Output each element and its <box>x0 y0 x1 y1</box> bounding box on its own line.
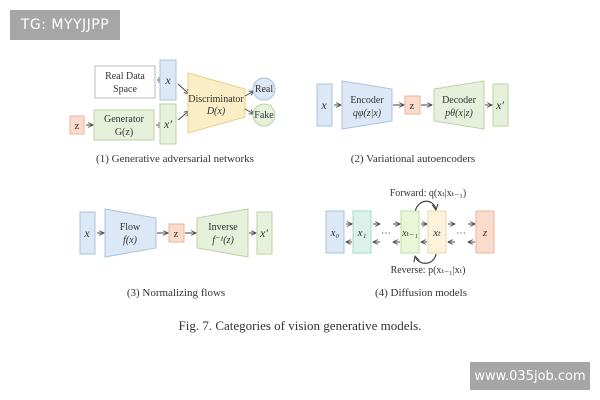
diffusion-node-xt-1 <box>400 210 420 254</box>
generator-label-1: Generator <box>104 114 145 125</box>
arrow-to-fake <box>244 108 254 114</box>
forward-arc <box>414 200 436 213</box>
inverse-trapezoid <box>196 208 249 258</box>
diffusion-caption: (4) Diffusion models <box>375 287 467 299</box>
flow-trapezoid <box>104 208 157 258</box>
vae-panel: x Encoder qφ(z|x) z Decoder pθ(x|z) x′ (… <box>316 80 509 165</box>
vae-xprime-label: x′ <box>495 98 504 112</box>
decoder-label-2: pθ(x|z) <box>444 108 473 119</box>
diffusion-node-x1-label: x₁ <box>357 227 367 239</box>
inverse-label-2: f⁻¹(z) <box>212 235 234 246</box>
generator-box <box>93 109 155 141</box>
gan-z-label: z <box>75 120 80 132</box>
gan-x-box <box>159 59 177 101</box>
diffusion-node-xt <box>427 210 447 254</box>
flow-z-label: z <box>174 228 179 240</box>
flow-z-box <box>168 223 185 243</box>
gan-panel: Real Data Space x z Generator G(z) x′ Di… <box>69 59 276 165</box>
arrow-to-real <box>244 91 254 97</box>
flow-label-2: f(x) <box>123 235 138 246</box>
vae-x-box <box>316 83 333 127</box>
flow-panel: x Flow f(x) z Inverse f⁻¹(z) x′ (3) Norm… <box>79 208 273 299</box>
real-circle <box>252 77 276 101</box>
vae-x-label: x <box>320 98 327 112</box>
discriminator-trapezoid <box>187 72 246 134</box>
flow-x-label: x <box>83 226 90 240</box>
diffusion-node-x0 <box>325 210 345 254</box>
flow-xprime-label: x′ <box>259 226 268 240</box>
reverse-label: Reverse: p(xₜ₋₁|xₜ) <box>391 265 466 276</box>
vae-z-box <box>404 95 421 115</box>
real-data-label-1: Real Data <box>105 71 145 82</box>
encoder-trapezoid <box>341 80 393 130</box>
diffusion-panel: Forward: q(xₜ|xₜ₋₁) x₀ x₁ ⋯ xₜ₋₁ xₜ ⋯ z <box>325 188 495 299</box>
watermark-top: TG: MYYJJPP <box>10 10 120 40</box>
real-label: Real <box>255 84 274 95</box>
discriminator-label-2: D(x) <box>206 106 226 117</box>
reverse-arc <box>415 253 437 264</box>
arrow-xprime-to-discriminator <box>177 111 189 121</box>
flow-x-box <box>79 211 96 255</box>
gan-z-box <box>69 115 85 135</box>
ellipsis-1: ⋯ <box>381 228 391 239</box>
flow-caption: (3) Normalizing flows <box>127 287 225 299</box>
fake-label: Fake <box>254 110 274 121</box>
vae-xprime-box <box>492 83 509 127</box>
gan-xprime-label: x′ <box>163 117 172 131</box>
diffusion-node-z <box>475 210 495 254</box>
decoder-trapezoid <box>433 80 485 130</box>
diffusion-node-z-label: z <box>482 227 488 239</box>
encoder-label-1: Encoder <box>350 95 384 106</box>
ellipsis-2: ⋯ <box>456 228 466 239</box>
vae-caption: (2) Variational autoencoders <box>351 153 475 165</box>
real-data-box <box>94 65 156 99</box>
gan-caption: (1) Generative adversarial networks <box>96 153 254 165</box>
diffusion-node-x1 <box>352 210 372 254</box>
flow-label-1: Flow <box>120 222 141 233</box>
fake-circle <box>252 103 276 127</box>
diffusion-node-xt-1-label: xₜ₋₁ <box>401 228 418 239</box>
inverse-label-1: Inverse <box>208 222 238 233</box>
diffusion-node-x0-label: x₀ <box>330 227 340 239</box>
real-data-label-2: Space <box>113 84 137 95</box>
generator-label-2: G(z) <box>115 127 133 138</box>
diffusion-node-xt-label: xₜ <box>432 227 441 239</box>
flow-xprime-box <box>256 211 273 255</box>
gan-xprime-box <box>159 103 177 145</box>
vae-z-label: z <box>410 100 415 112</box>
decoder-label-1: Decoder <box>442 95 477 106</box>
encoder-label-2: qφ(z|x) <box>353 108 382 119</box>
figure-caption: Fig. 7. Categories of vision generative … <box>178 318 422 333</box>
discriminator-label-1: Discriminator <box>188 94 244 105</box>
gan-x-label: x <box>164 73 171 87</box>
forward-label: Forward: q(xₜ|xₜ₋₁) <box>390 188 467 199</box>
arrow-x-to-discriminator <box>177 83 189 94</box>
watermark-bottom: www.035job.com <box>470 362 590 390</box>
